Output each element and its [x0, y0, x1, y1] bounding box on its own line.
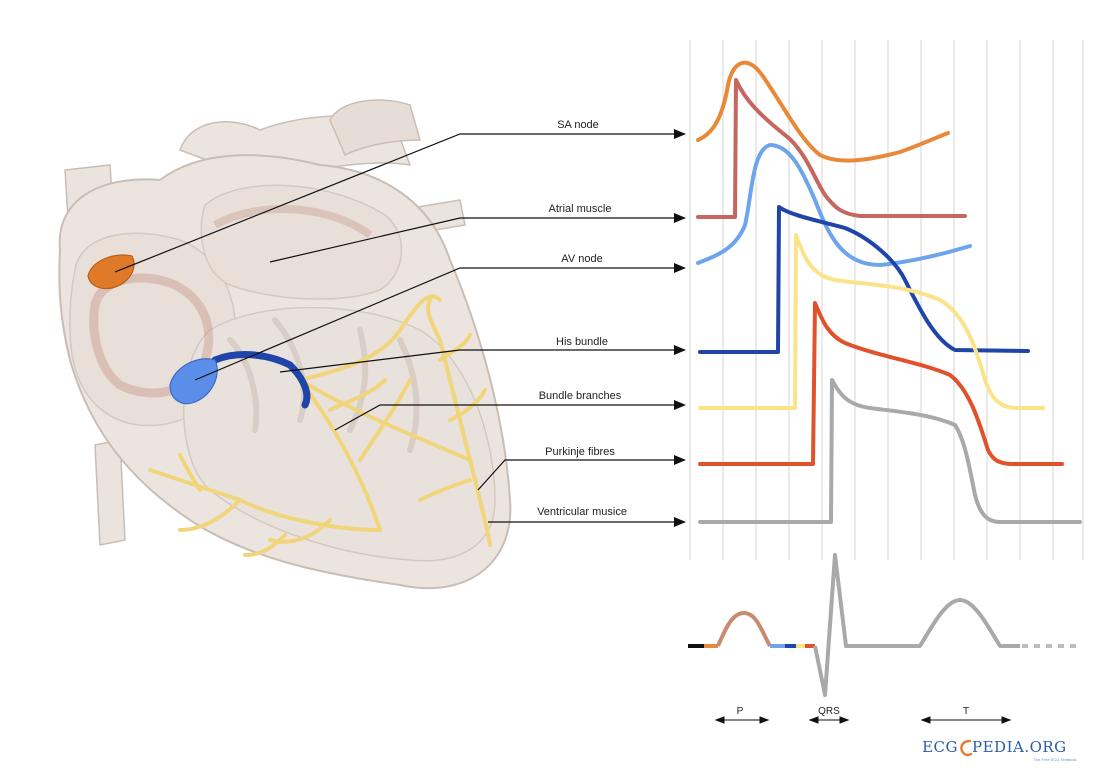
wave-label-qrs: QRS — [818, 706, 840, 717]
trace-bundle-branches — [698, 233, 1045, 410]
atrial-conduction-glow-left — [213, 204, 373, 239]
structure-labels: SA node Atrial muscle AV node His bundle… — [537, 119, 627, 518]
heart-illustration — [58, 99, 512, 590]
logo-subtitle: The Free ECG Textbook — [1033, 757, 1076, 762]
label-ventricular-muscle: Ventricular musice — [537, 506, 627, 518]
label-av-node: AV node — [561, 253, 602, 265]
wave-label-t: T — [963, 706, 969, 717]
purkinje-network — [148, 294, 492, 557]
left-atrium — [200, 184, 403, 300]
leader-bundle-branches — [334, 404, 680, 431]
leader-his-bundle — [279, 349, 680, 373]
leader-arrowheads — [674, 129, 686, 527]
label-purkinje-fibres: Purkinje fibres — [545, 446, 615, 458]
trace-atrial-muscle — [696, 78, 967, 219]
leader-sa-node — [114, 133, 680, 273]
trace-ventricular-muscle — [698, 378, 1082, 524]
leader-lines — [114, 133, 680, 523]
label-bundle-branches: Bundle branches — [539, 390, 622, 402]
action-potential-traces — [696, 60, 1082, 524]
trace-av-node — [696, 143, 972, 267]
logo-swoosh — [960, 739, 973, 757]
logo-text-left: ECG — [922, 738, 958, 756]
ecg-wave-labels: P QRS T — [737, 706, 969, 717]
pulmonary-artery — [329, 99, 421, 157]
ecg-trace — [688, 553, 1082, 697]
label-sa-node: SA node — [557, 119, 599, 131]
sa-node-shape — [87, 254, 135, 290]
ecg-wave-markers — [714, 716, 1012, 724]
ventricles — [183, 306, 496, 562]
trace-his-bundle — [698, 205, 1030, 354]
timing-grid — [689, 40, 1084, 560]
trace-purkinje-fibres — [698, 301, 1064, 466]
label-atrial-muscle: Atrial muscle — [549, 203, 612, 215]
label-his-bundle: His bundle — [556, 336, 608, 348]
leader-purkinje-fibres — [477, 459, 680, 491]
av-node-shape — [169, 358, 218, 405]
leader-atrial-muscle — [269, 217, 680, 263]
trace-sa-node — [696, 60, 950, 163]
leader-av-node — [194, 267, 680, 381]
ecg-qrs-t — [813, 553, 1020, 697]
wave-label-p: P — [737, 706, 744, 717]
his-bundle-shape — [211, 351, 311, 409]
ecg-p-wave — [716, 611, 772, 647]
logo-text-right: PEDIA.ORG — [972, 738, 1067, 756]
ecgpedia-logo: ECG PEDIA.ORG The Free ECG Textbook — [922, 738, 1076, 762]
